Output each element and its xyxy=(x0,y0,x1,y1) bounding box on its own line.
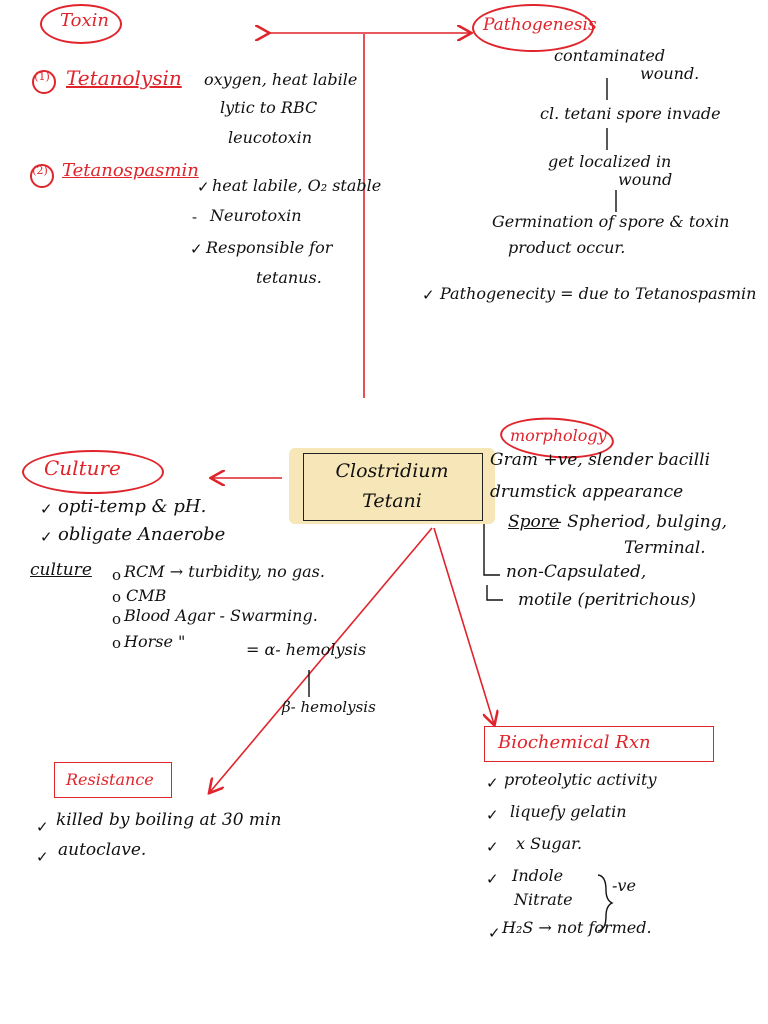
tick-mark: ✓ xyxy=(36,818,49,836)
pathogenesis-title: Pathogenesis xyxy=(483,15,597,35)
toxin-item1-name: Tetanolysin xyxy=(66,66,182,90)
pathogenesis-step: wound xyxy=(618,170,673,189)
culture-media-item: CMB xyxy=(126,586,167,605)
biochemical-line: Indole xyxy=(512,866,564,885)
toxin-item2-line: heat labile, O₂ stable xyxy=(212,176,382,195)
culture-media-item: RCM → turbidity, no gas. xyxy=(124,562,325,581)
morph-bracket-2 xyxy=(486,585,503,601)
morphology-spore-label: Spore xyxy=(508,512,559,532)
biochemical-title: Biochemical Rxn xyxy=(498,732,651,753)
culture-media-label: culture xyxy=(30,560,92,580)
culture-media-item: Blood Agar - Swarming. xyxy=(124,606,318,625)
morphology-line: Gram +ve, slender bacilli xyxy=(490,450,711,470)
tick-mark: - xyxy=(192,208,198,226)
pathogenesis-title-oval xyxy=(472,4,594,52)
brace-indole-nitrate xyxy=(597,874,614,932)
culture-media-item: = α- hemolysis xyxy=(246,640,367,659)
toxin-item2-number-circle xyxy=(30,164,54,188)
bullet-mark: o xyxy=(112,566,122,584)
pathogenesis-step: cl. tetani spore invade xyxy=(540,104,721,123)
center-box xyxy=(303,453,483,521)
tick-mark: ✓ xyxy=(486,838,499,856)
resistance-title: Resistance xyxy=(66,770,154,789)
morphology-line: Terminal. xyxy=(624,538,706,558)
center-title-line2: Tetani xyxy=(362,490,422,512)
tick-mark: ✓ xyxy=(190,240,203,258)
toxin-item2-line: Neurotoxin xyxy=(210,206,302,225)
tick-mark: ✓ xyxy=(486,774,499,792)
tick-mark: ✓ xyxy=(197,178,210,196)
bullet-mark: o xyxy=(112,610,122,628)
biochemical-line: proteolytic activity xyxy=(504,770,657,789)
culture-media-item: β- hemolysis xyxy=(282,698,376,716)
tick-mark: ✓ xyxy=(486,806,499,824)
toxin-item1-number-circle xyxy=(32,70,56,94)
pathogenesis-step: Germination of spore & toxin xyxy=(492,212,730,231)
toxin-item2-line: tetanus. xyxy=(256,268,322,287)
tick-mark: ✓ xyxy=(422,286,435,304)
biochemical-line: Nitrate xyxy=(514,890,573,909)
pathogenesis-step: get localized in xyxy=(548,152,672,171)
toxin-title-oval xyxy=(40,4,122,44)
toxin-item1-line: lytic to RBC xyxy=(220,98,318,117)
toxin-item2-line: Responsible for xyxy=(206,238,333,257)
culture-line: opti-temp & pH. xyxy=(58,496,207,517)
toxin-item1-line: leucotoxin xyxy=(228,128,312,147)
culture-media-item: Horse " xyxy=(124,632,186,651)
culture-line: obligate Anaerobe xyxy=(58,524,226,545)
tick-mark: ✓ xyxy=(488,924,501,942)
toxin-title: Toxin xyxy=(60,10,109,31)
arrow-to-biochemical xyxy=(433,527,494,724)
arrow-to-resistance xyxy=(210,527,433,792)
center-highlight xyxy=(289,448,495,524)
toxin-item2-name: Tetanospasmin xyxy=(62,160,199,181)
bullet-mark: o xyxy=(112,588,122,606)
resistance-line: killed by boiling at 30 min xyxy=(56,810,282,830)
culture-title: Culture xyxy=(44,456,121,480)
center-title-line1: Clostridium xyxy=(335,460,449,482)
biochemical-line: H₂S → not formed. xyxy=(502,918,652,937)
resistance-title-box xyxy=(54,762,172,798)
morphology-line: motile (peritrichous) xyxy=(518,590,697,610)
morphology-title: morphology xyxy=(510,426,607,445)
toxin-item1-line: oxygen, heat labile xyxy=(204,70,358,89)
pathogenesis-step: contaminated xyxy=(554,46,666,65)
tick-mark: ✓ xyxy=(36,848,49,866)
bullet-mark: o xyxy=(112,634,122,652)
culture-title-oval xyxy=(22,450,164,494)
biochemical-title-box xyxy=(484,726,714,762)
pathogenesis-step: wound. xyxy=(640,64,700,83)
tick-mark: ✓ xyxy=(486,870,499,888)
biochemical-line: liquefy gelatin xyxy=(510,802,627,821)
morphology-line: - Spheriod, bulging, xyxy=(556,512,727,532)
resistance-line: autoclave. xyxy=(58,840,147,860)
toxin-item1-number: (1) xyxy=(34,70,50,83)
biochemical-line: x Sugar. xyxy=(516,834,583,853)
tick-mark: ✓ xyxy=(40,528,53,546)
toxin-item2-number: (2) xyxy=(32,164,48,177)
morphology-line: non-Capsulated, xyxy=(506,562,647,582)
pathogenesis-note: Pathogenecity = due to Tetanospasmin xyxy=(440,284,757,303)
morphology-line: drumstick appearance xyxy=(490,482,684,502)
tick-mark: ✓ xyxy=(40,500,53,518)
biochemical-neg-result: -ve xyxy=(612,876,636,895)
pathogenesis-step: product occur. xyxy=(508,238,626,257)
